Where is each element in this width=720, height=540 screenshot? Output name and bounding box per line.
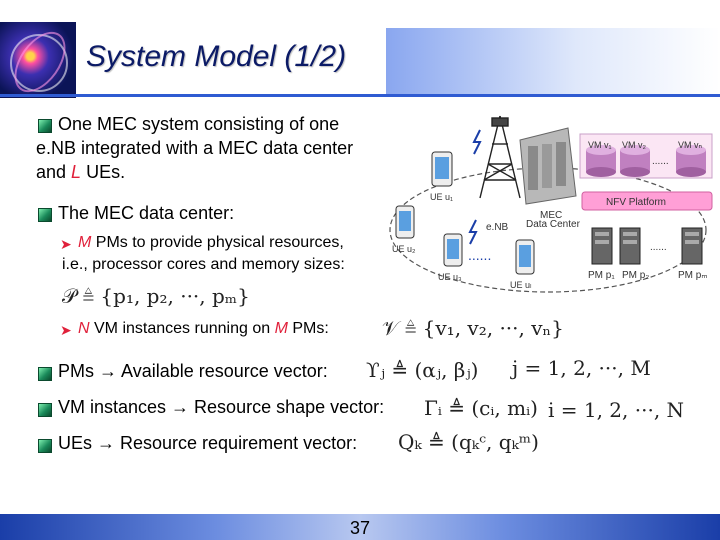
ue-3-label: UE u₃: [438, 272, 462, 282]
slide-header: System Model (1/2): [0, 0, 720, 102]
wireless-link-icon: [468, 219, 478, 245]
var-M: M: [78, 234, 92, 251]
vm-1-icon: [586, 145, 616, 177]
bullet-1-line-1: One MEC system consisting of one: [58, 114, 340, 134]
bullet-2: The MEC data center:: [58, 203, 235, 223]
pm-1-label: PM p₁: [588, 270, 615, 281]
pm-set-formula: 𝒫 ≜ {p₁, p₂, ···, pₘ}: [62, 284, 250, 308]
sub-bullet-2-text-a: VM instances running on: [89, 320, 275, 337]
data-center-label: Data Center: [526, 219, 581, 230]
sub-bullet-arrow-icon: ➤: [60, 236, 72, 252]
var-M: M: [274, 320, 288, 337]
pm-2-label: PM p₂: [622, 270, 649, 281]
var-L: L: [71, 162, 82, 182]
bullet-icon: [38, 403, 52, 417]
pm-m-label: PM pₘ: [678, 270, 708, 281]
bullet-icon: [38, 439, 52, 453]
pm-1-server-icon: [591, 227, 613, 265]
title-box: [76, 28, 386, 94]
ue-2-label: UE u₂: [392, 244, 416, 254]
bullet-3: PMs → Available resource vector:: [58, 361, 328, 381]
vm-dots: ......: [652, 156, 669, 167]
enb-label: e.NB: [486, 222, 509, 233]
vm-shape-vector: Γᵢ ≜ (cᵢ, mᵢ): [424, 396, 538, 420]
bullet-1-text-a: and: [36, 162, 72, 182]
bullet-1-line-3: and L UEs.: [36, 162, 125, 183]
enb-tower-icon: [479, 115, 521, 199]
slide-title: System Model (1/2): [86, 40, 347, 73]
bullet-4: VM instances → Resource shape vector:: [58, 397, 385, 417]
vm-set-formula: 𝒱 ≜ {v₁, v₂, ···, vₙ}: [382, 316, 564, 340]
sub-bullet-1-text: PMs to provide physical resources,: [91, 234, 344, 251]
vm-2-label: VM v₂: [622, 140, 647, 150]
ue-2-phone-icon: [395, 205, 415, 239]
ue-dots: ......: [468, 247, 491, 263]
sub-bullet-2-text-b: PMs:: [287, 320, 329, 337]
wireless-link-icon: [472, 129, 482, 155]
pm-dots: ......: [650, 242, 667, 253]
sub-bullet-2: N VM instances running on M PMs:: [78, 320, 329, 338]
nfv-platform-label: NFV Platform: [606, 197, 666, 208]
sub-bullet-1-line-2: i.e., processor cores and memory sizes:: [62, 256, 345, 273]
ue-1-label: UE u₁: [430, 192, 453, 202]
vm-2-icon: [620, 145, 650, 177]
bullet-1-line-2: e.NB integrated with a MEC data center: [36, 138, 354, 158]
header-divider: [0, 94, 720, 97]
ue-1-phone-icon: [431, 151, 453, 187]
bullet-icon: [38, 119, 52, 133]
pm-resource-vector: ϒⱼ ≜ (αⱼ, βⱼ): [366, 358, 479, 382]
pm-2-server-icon: [619, 227, 641, 265]
sub-bullet-1-line-1: M PMs to provide physical resources,: [78, 234, 344, 252]
nfv-platform: [581, 191, 713, 211]
bullet-icon: [38, 367, 52, 381]
mec-label: MEC: [540, 210, 562, 221]
vm-index-range: i = 1, 2, ···, N: [548, 398, 685, 422]
bullet-5: UEs → Resource requirement vector:: [58, 433, 358, 453]
page-number: 37: [349, 518, 371, 538]
logo-ring: [10, 34, 68, 92]
mec-system-diagram: VM v₁ VM v₂ VM vₙ ...... NFV Platform ME…: [389, 115, 713, 293]
sub-bullet-arrow-icon: ➤: [60, 322, 72, 338]
data-center-icon: [519, 127, 577, 205]
footer-band: [0, 514, 720, 540]
ue-l-label: UE uₗ: [510, 280, 532, 290]
vm-1-label: VM v₁: [588, 140, 612, 150]
ue-3-phone-icon: [443, 233, 463, 267]
bullet-icon: [38, 208, 52, 222]
pm-m-server-icon: [681, 227, 703, 265]
globe-logo-icon: [0, 22, 76, 102]
vm-n-icon: [676, 145, 706, 177]
ue-requirement-vector: Qₖ ≜ (qₖᶜ, qₖᵐ): [398, 430, 539, 454]
cell-boundary: [389, 167, 707, 293]
pm-index-range: j = 1, 2, ···, M: [512, 356, 651, 380]
var-N: N: [78, 320, 90, 337]
bullet-1-text-b: UEs.: [81, 162, 126, 182]
ue-l-phone-icon: [515, 239, 535, 275]
vm-n-label: VM vₙ: [678, 140, 703, 150]
